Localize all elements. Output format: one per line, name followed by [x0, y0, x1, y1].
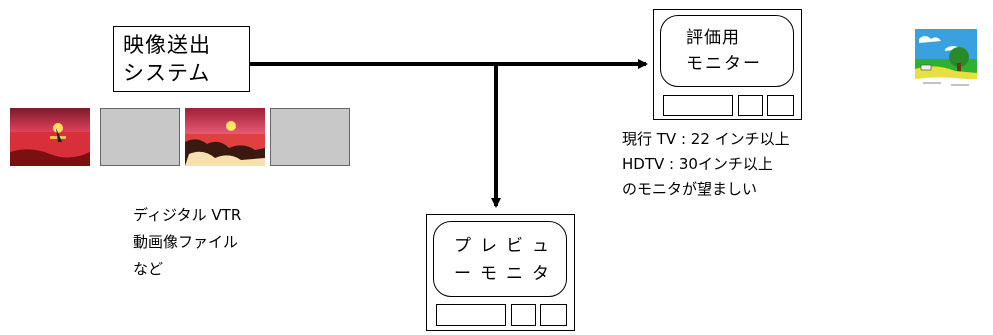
evaluation-monitor-label-line2: モニター — [686, 54, 762, 74]
source-notes: ディジタル VTR 動画像ファイル など — [133, 205, 241, 280]
preview-monitor-screen: プレビュ ーモニタ — [433, 221, 567, 297]
sunset-rocks-image — [185, 108, 265, 166]
source-label-line1: 映像送出 — [123, 33, 211, 57]
preview-monitor-label-line1: プレビュ — [454, 236, 558, 256]
preview-monitor: プレビュ ーモニタ — [426, 214, 575, 331]
evaluation-monitor-panel-wide — [663, 95, 733, 116]
landscape-image — [915, 29, 977, 89]
evaluation-note-line1: 現行 TV : 22 インチ以上 — [622, 130, 790, 148]
evaluation-monitor-label-line1: 評価用 — [686, 28, 740, 48]
source-note-line2: 動画像ファイル — [133, 233, 239, 251]
preview-monitor-label-line2: ーモニタ — [454, 264, 558, 284]
evaluation-monitor-screen: 評価用 モニター — [660, 15, 794, 87]
preview-monitor-panel-small — [511, 304, 536, 326]
preview-monitor-panel-wide — [436, 304, 506, 326]
sunset-sea-image — [10, 108, 90, 166]
blank-frame — [270, 108, 350, 166]
video-source-system-box: 映像送出 システム — [113, 26, 250, 92]
preview-monitor-panel-small — [540, 304, 567, 326]
source-note-line1: ディジタル VTR — [133, 206, 242, 224]
source-label-line2: システム — [123, 61, 211, 85]
evaluation-monitor: 評価用 モニター — [653, 9, 802, 120]
evaluation-notes: 現行 TV : 22 インチ以上 HDTV : 30インチ以上 のモニタが望まし… — [622, 129, 790, 200]
blank-frame — [100, 108, 180, 166]
evaluation-monitor-panel-small — [738, 95, 763, 116]
evaluation-note-line2: HDTV : 30インチ以上 — [622, 155, 773, 173]
evaluation-monitor-panel-small — [767, 95, 794, 116]
source-note-line3: など — [133, 260, 164, 278]
evaluation-note-line3: のモニタが望ましい — [622, 180, 758, 198]
